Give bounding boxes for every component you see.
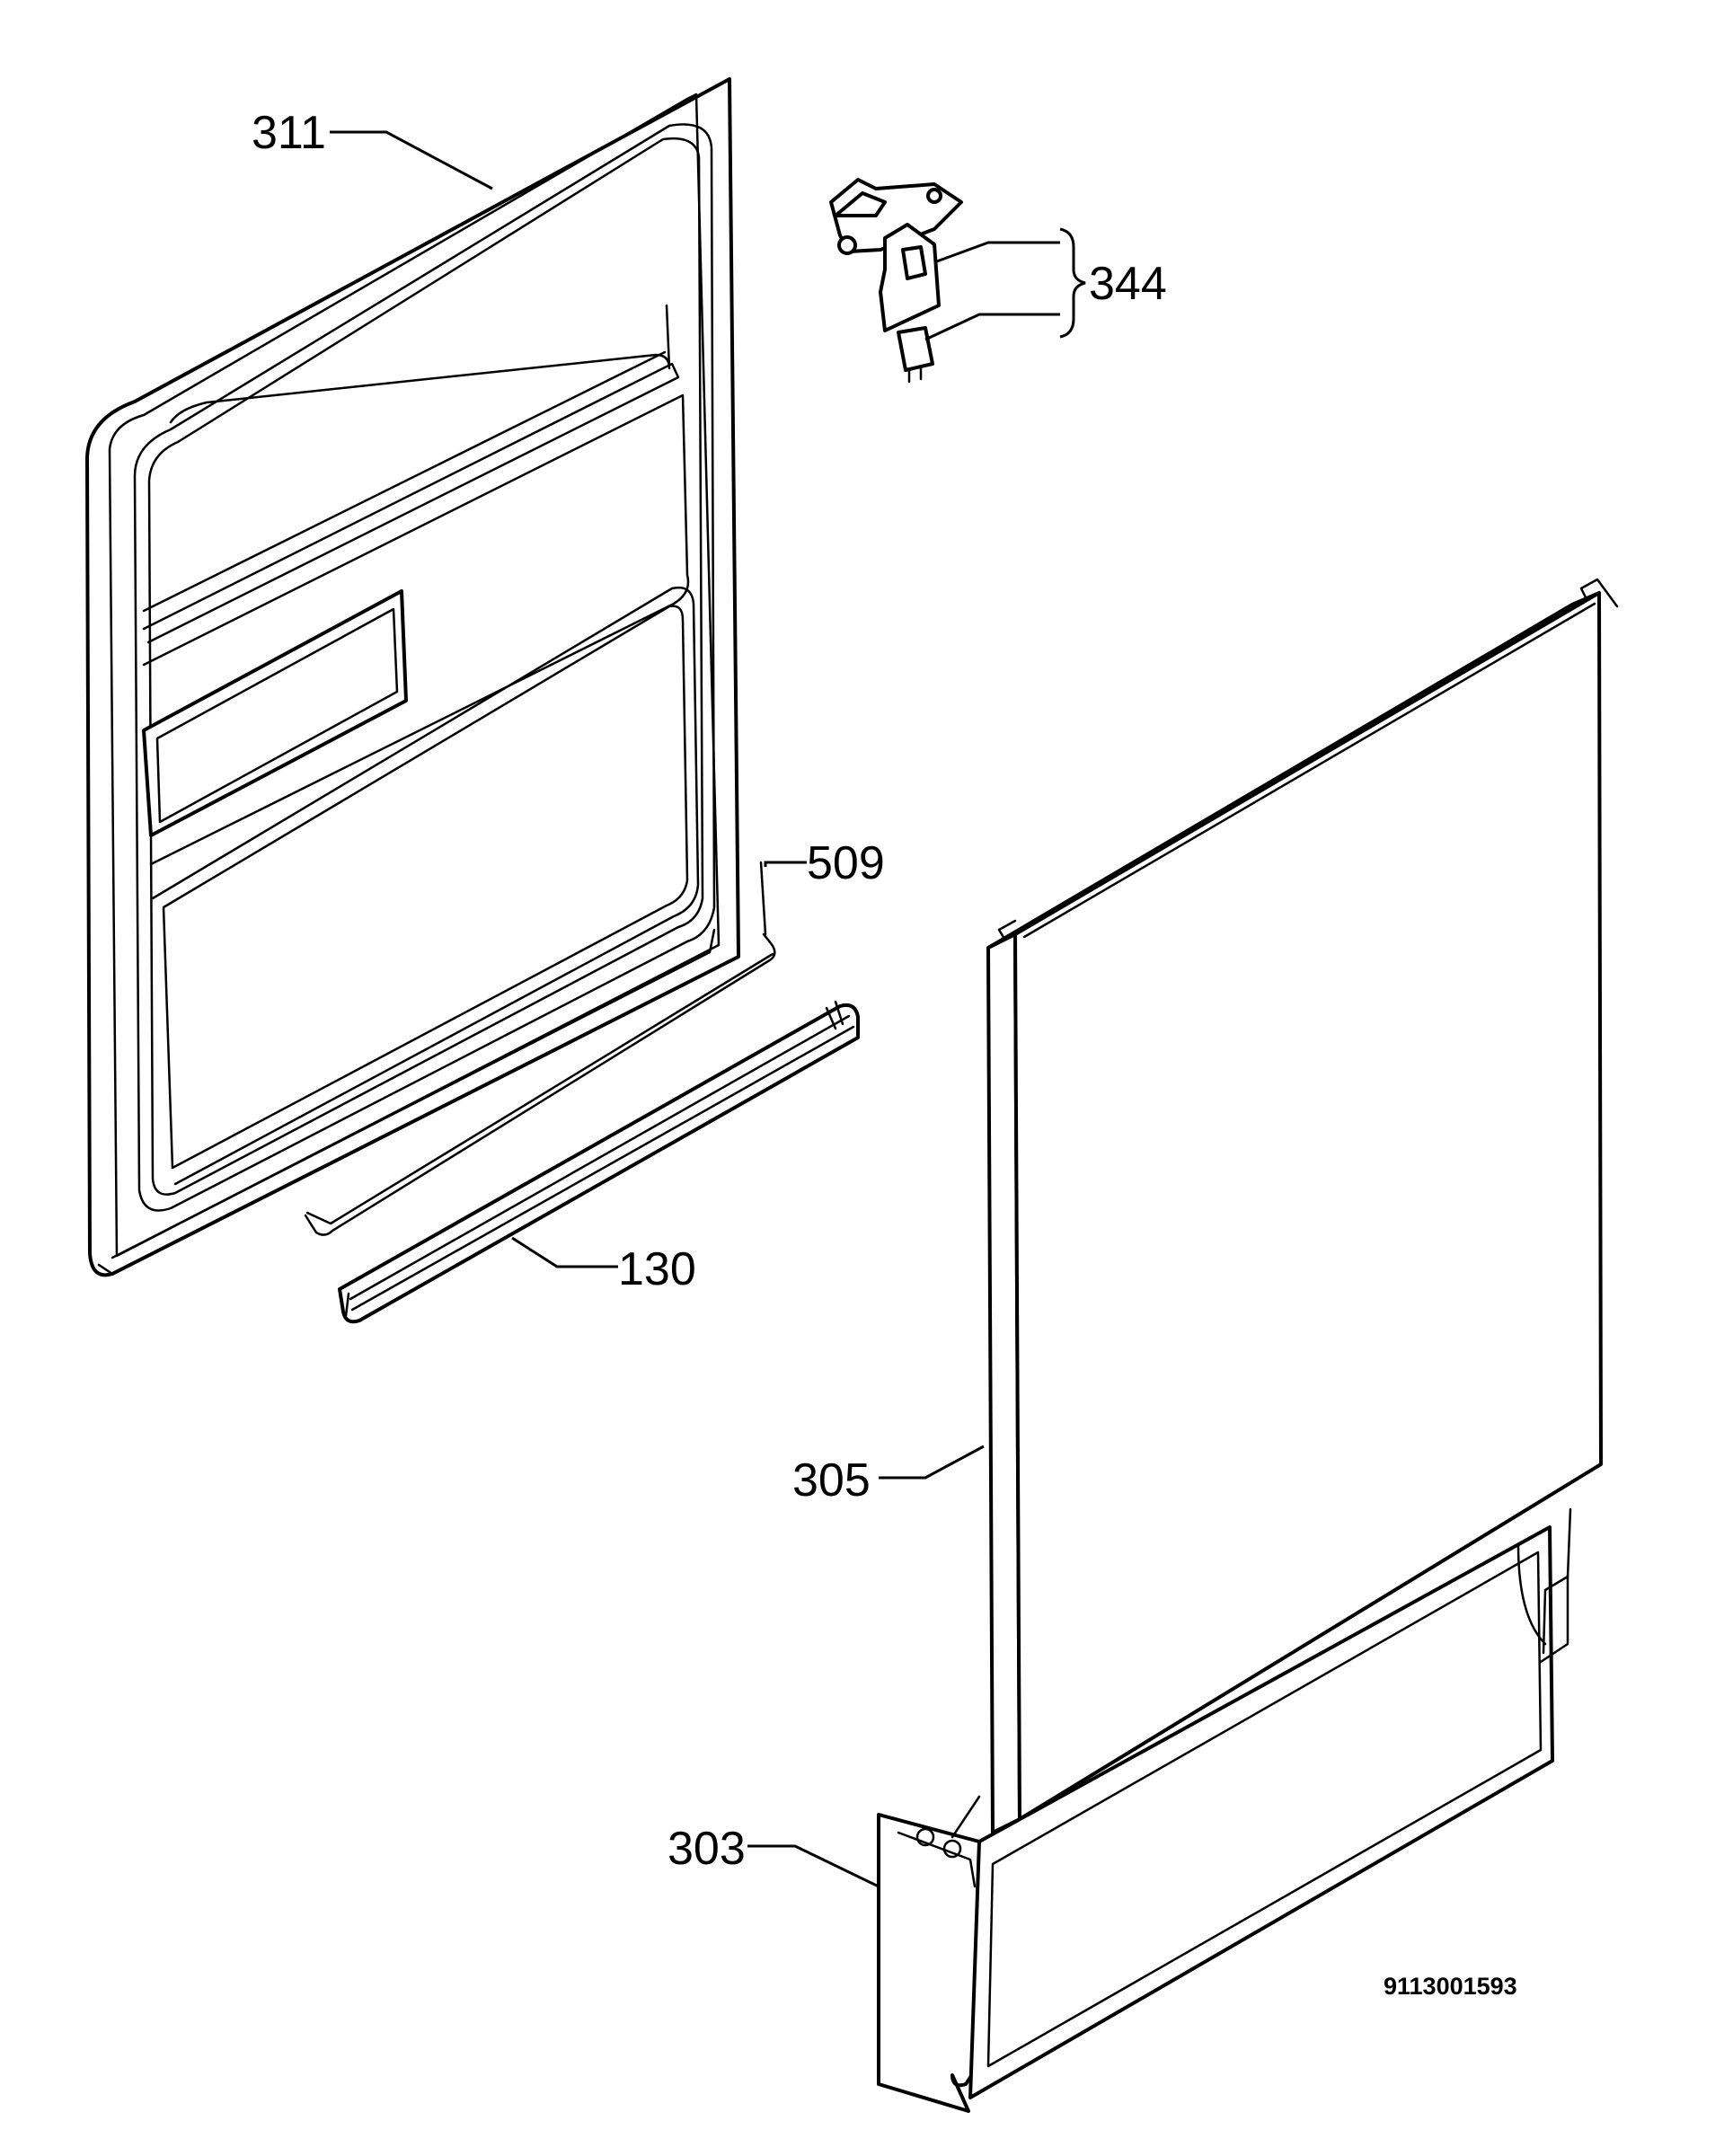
leader-130 bbox=[511, 1236, 618, 1268]
leader-311 bbox=[330, 130, 493, 190]
leader-344a bbox=[933, 241, 1060, 264]
callout-130: 130 bbox=[618, 1243, 696, 1295]
door-inner-panel bbox=[85, 77, 740, 1277]
callout-305: 305 bbox=[792, 1454, 871, 1507]
callout-509: 509 bbox=[807, 837, 885, 889]
leader-303 bbox=[747, 1844, 880, 1888]
door-lock-assembly bbox=[829, 178, 963, 384]
leader-344b bbox=[924, 313, 1060, 341]
leader-509 bbox=[764, 861, 807, 867]
bracket-344 bbox=[1059, 227, 1086, 339]
callout-311: 311 bbox=[252, 107, 326, 159]
door-outer-panel bbox=[986, 578, 1619, 1834]
door-seal bbox=[338, 1000, 860, 1324]
leader-lines bbox=[330, 130, 1086, 1888]
plinth-panel bbox=[877, 1507, 1572, 2113]
leader-305 bbox=[879, 1445, 985, 1480]
hinge-rod bbox=[304, 861, 776, 1236]
drawing-code: 9113001593 bbox=[1384, 1973, 1517, 2000]
callout-303: 303 bbox=[668, 1823, 746, 1875]
callout-344: 344 bbox=[1089, 258, 1167, 310]
